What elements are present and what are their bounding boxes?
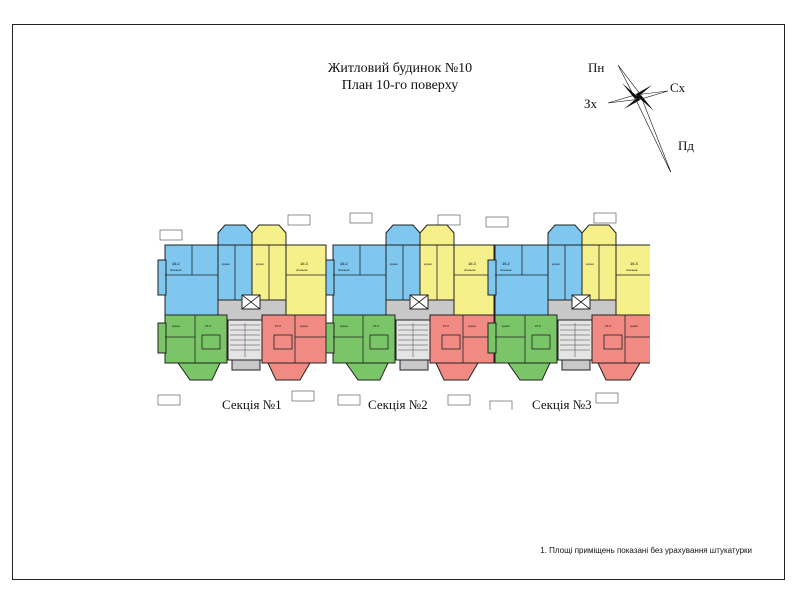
title-building: Житловий будинок №10	[327, 61, 473, 76]
compass-south-label: Пд	[678, 138, 695, 153]
compass-star-icon	[607, 64, 673, 176]
drawing-title: Житловий будинок №10 План 10-го поверху	[300, 60, 500, 94]
compass-east-label: Сх	[670, 80, 686, 95]
compass-north-label: Пн	[588, 60, 605, 75]
footnote: 1. Площі приміщень показані без урахуван…	[540, 546, 752, 555]
compass-west-label: Зх	[584, 96, 598, 111]
section-3-label: Секція №3	[532, 397, 592, 412]
section-2-label: Секція №2	[368, 397, 428, 412]
section-2-plan	[325, 224, 503, 381]
drawing-frame	[12, 24, 785, 580]
section-1-plan	[157, 224, 335, 381]
compass-rose: Пн Сх Зх Пд	[578, 52, 708, 176]
floor-plan: 16.2 спальня 16.3 спальня кухня кухня ку…	[157, 212, 650, 410]
section-1-label: Секція №1	[222, 397, 282, 412]
title-floor: План 10-го поверху	[341, 78, 459, 93]
section-3-plan	[487, 224, 650, 381]
